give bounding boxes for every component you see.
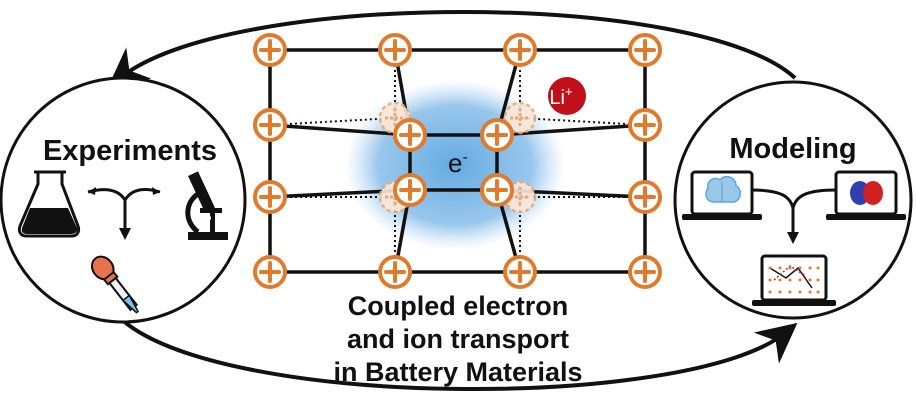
flask-icon: [17, 170, 81, 238]
cation-site: [253, 255, 287, 289]
electron-label: e-: [448, 148, 468, 178]
cation-site: [628, 108, 662, 142]
double-arrow-icon: [87, 187, 161, 240]
cation-site: [628, 255, 662, 289]
cation-site: [628, 33, 662, 67]
cation-site: [253, 108, 287, 142]
electron-symbol: e: [448, 148, 462, 178]
modeling-panel: Modeling: [673, 80, 913, 320]
laptop-orbital-icon: [826, 170, 906, 220]
lithium-ion-label: Li+: [549, 84, 572, 109]
lattice: e- Li+: [253, 33, 662, 289]
cation-site: [378, 255, 412, 289]
caption-line-3: in Battery Materials: [333, 357, 582, 387]
caption-line-2: and ion transport: [347, 324, 569, 354]
cation-site: [393, 173, 427, 207]
laptop-brain-icon: [682, 170, 762, 220]
cation-site: [628, 180, 662, 214]
cation-site: [253, 33, 287, 67]
bottom-cycle-arrow: [118, 316, 798, 391]
modeling-title: Modeling: [729, 133, 856, 165]
laptop-grid-icon: [752, 254, 836, 306]
caption: Coupled electron and ion transport in Ba…: [333, 291, 582, 387]
experiments-panel: Experiments: [0, 76, 247, 324]
merge-arrow-icon: [751, 188, 837, 244]
experiments-title: Experiments: [43, 135, 217, 167]
dropper-icon: [90, 255, 139, 314]
cation-site: [503, 33, 537, 67]
ion-charge: +: [565, 84, 573, 99]
cation-site: [393, 118, 427, 152]
lithium-ion: Li+: [548, 77, 586, 115]
cation-site: [253, 180, 287, 214]
ion-symbol: Li: [549, 87, 565, 109]
microscope-icon: [185, 171, 228, 240]
cation-site: [378, 33, 412, 67]
cation-sites: [253, 33, 662, 289]
cation-site: [480, 173, 514, 207]
caption-line-1: Coupled electron: [348, 291, 569, 321]
top-cycle-arrow: [107, 10, 797, 88]
cation-site: [503, 255, 537, 289]
cation-site: [480, 118, 514, 152]
electron-charge: -: [462, 149, 467, 166]
